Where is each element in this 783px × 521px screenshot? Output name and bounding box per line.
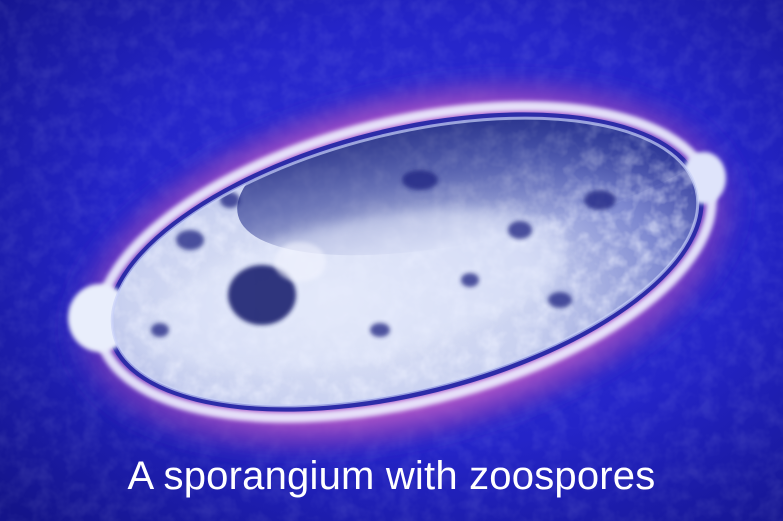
image-caption: A sporangium with zoospores bbox=[127, 454, 656, 498]
